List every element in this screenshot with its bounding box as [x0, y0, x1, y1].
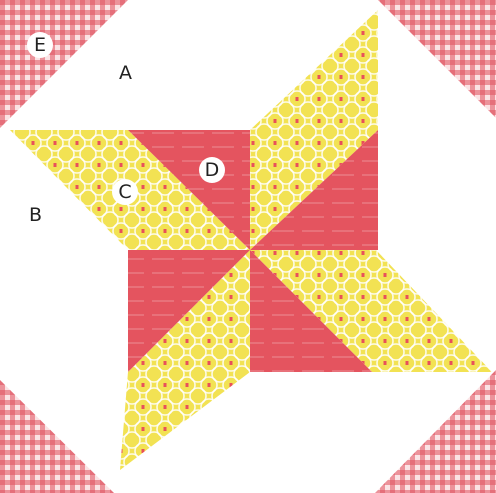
label-b: B	[29, 206, 42, 225]
label-d: D	[199, 157, 225, 183]
label-e: E	[27, 32, 53, 58]
label-c: C	[112, 179, 138, 205]
label-a: A	[119, 64, 132, 83]
